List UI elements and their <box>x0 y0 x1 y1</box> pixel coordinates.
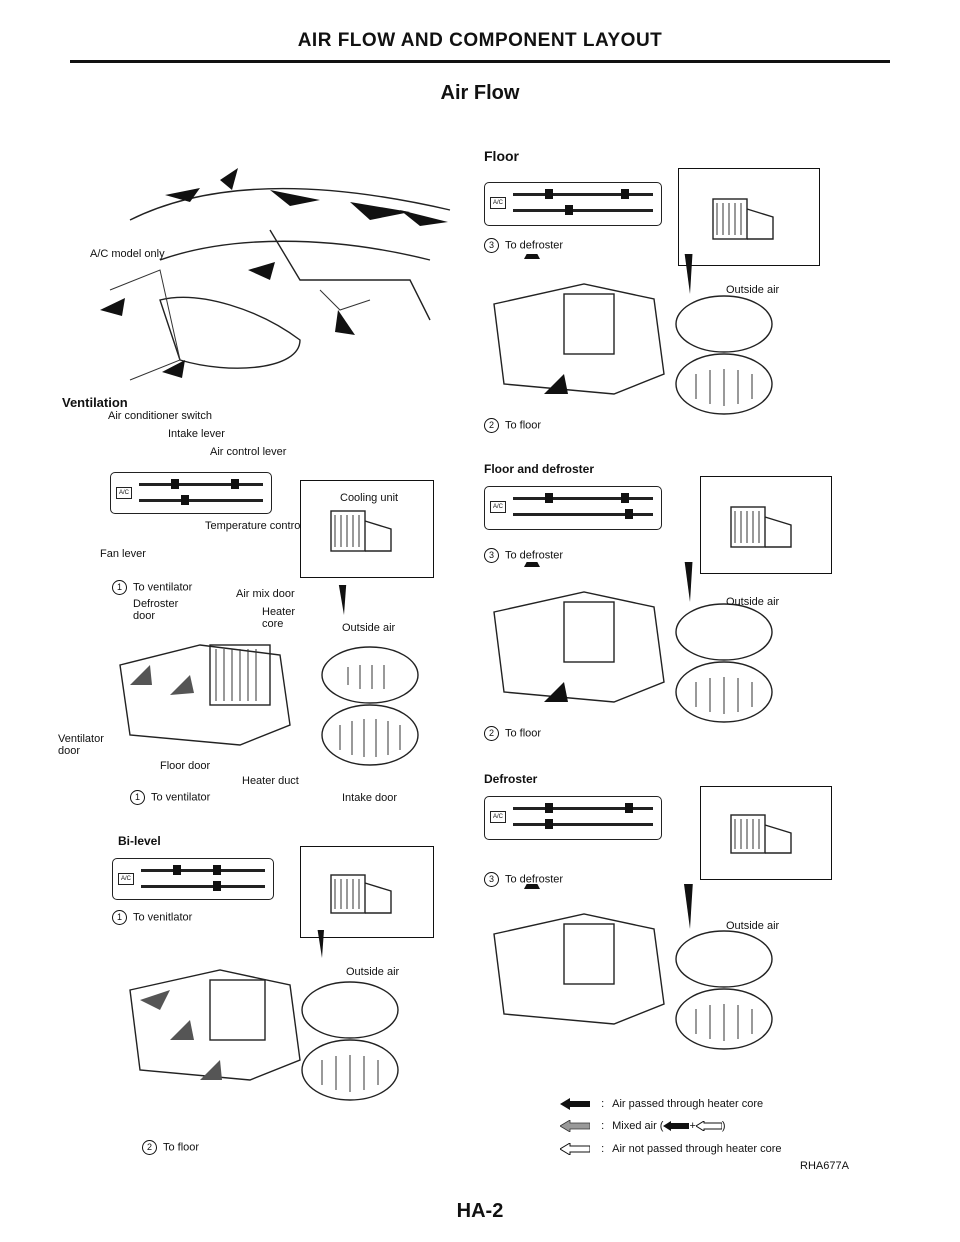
control-panel-defroster: A/C <box>484 796 662 840</box>
legend-cold-air: :Air not passed through heater core <box>559 1142 782 1156</box>
defroster-heading: Defroster <box>484 772 538 786</box>
legend-hot-air: :Air passed through heater core <box>560 1098 763 1111</box>
cooling-unit-label: Cooling unit <box>340 492 399 504</box>
control-panel-ventilation: A/C <box>110 472 272 514</box>
defroster-outside-air-label: Outside air <box>726 920 780 932</box>
temperature-control-lever-callout: Temperature control lever <box>205 520 330 532</box>
ac-switch-callout: Air conditioner switch <box>108 410 212 422</box>
intake-door-callout: Intake door <box>342 792 398 804</box>
outside-air-ventilation-label: Outside air <box>342 622 396 634</box>
title-rule <box>70 60 890 63</box>
control-panel-floor: A/C <box>484 182 662 226</box>
hot-air-arrow-icon <box>560 1098 590 1111</box>
heater-core-callout: Heater core <box>262 606 296 630</box>
ventilator-door-callout: Ventilator door <box>58 733 104 757</box>
cold-air-arrow-icon <box>559 1142 591 1156</box>
page-title: AIR FLOW AND COMPONENT LAYOUT <box>297 30 663 51</box>
ac-model-only-label: A/C model only <box>90 248 165 260</box>
control-panel-floor-defroster: A/C <box>484 486 662 530</box>
floor-heading: Floor <box>484 148 519 164</box>
floor-outside-air-label: Outside air <box>726 284 780 296</box>
ventilation-illustration <box>70 140 470 400</box>
fan-lever-callout: Fan lever <box>100 548 146 560</box>
floor-defroster-outside-air-label: Outside air <box>726 596 780 608</box>
bilevel-unit-illustration <box>110 902 440 1130</box>
defroster-unit-illustration <box>484 864 824 1080</box>
page-number: HA-2 <box>456 1200 504 1222</box>
bilevel-outside-air-label: Outside air <box>346 966 400 978</box>
defroster-door-callout: Defroster door <box>133 598 179 622</box>
floor-unit-illustration <box>484 229 824 444</box>
floor-intake-box <box>678 168 820 266</box>
mixed-air-arrow-icon <box>559 1119 591 1133</box>
ventilation-unit-illustration <box>90 560 460 800</box>
bilevel-heading: Bi-level <box>118 834 161 848</box>
air-control-lever-callout: Air control lever <box>210 446 287 458</box>
control-panel-bilevel: A/C <box>112 858 274 900</box>
section-title: Air Flow <box>440 82 520 104</box>
floor-door-callout: Floor door <box>160 760 211 772</box>
legend-mixed-air: :Mixed air (+) <box>559 1119 726 1133</box>
defroster-intake-box <box>700 786 832 880</box>
bilevel-intake-box <box>300 846 434 938</box>
ac-switch: A/C <box>116 487 132 499</box>
cooling-unit-box <box>300 480 434 578</box>
heater-duct-callout: Heater duct <box>242 775 299 787</box>
ventilation-heading: Ventilation <box>62 395 128 410</box>
floor-defroster-heading: Floor and defroster <box>484 462 595 476</box>
intake-lever-callout: Intake lever <box>168 428 225 440</box>
floor-defroster-intake-box <box>700 476 832 574</box>
floor-defroster-unit-illustration <box>484 537 824 752</box>
figure-code: RHA677A <box>800 1160 849 1172</box>
air-mix-door-callout: Air mix door <box>236 588 295 600</box>
